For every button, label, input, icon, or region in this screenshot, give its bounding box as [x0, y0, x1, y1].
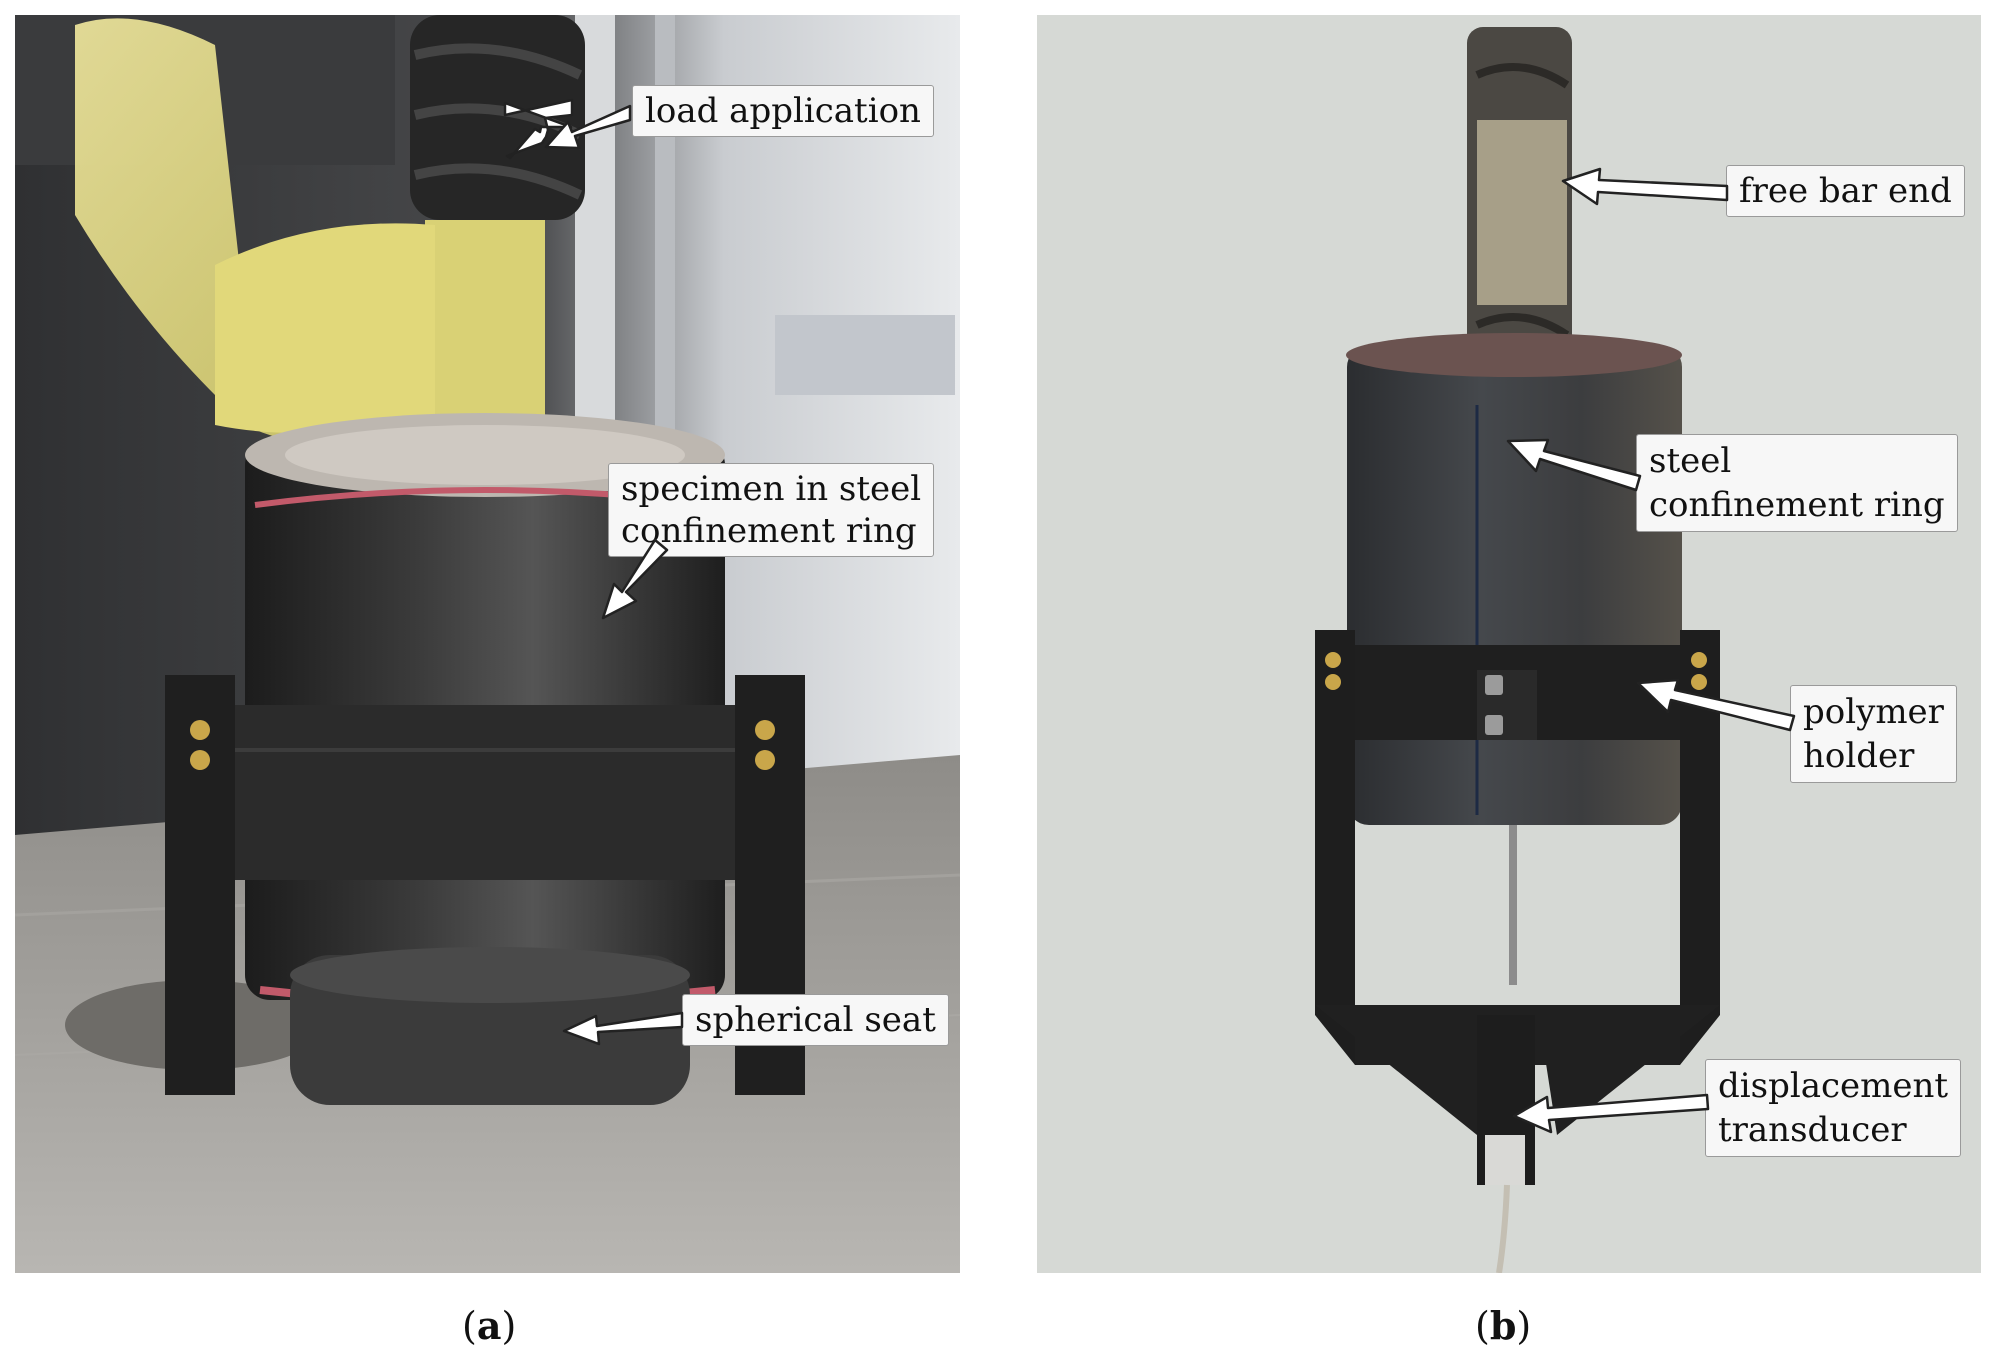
label-polymer-line-2: holder — [1803, 736, 1915, 776]
label-polymer-line-1: polymer — [1803, 692, 1944, 732]
label-steel-line-1: steel — [1649, 441, 1732, 481]
caption-a-letter: a — [476, 1303, 502, 1348]
label-load-application-text: load application — [645, 91, 921, 131]
label-displacement-line-2: transducer — [1718, 1110, 1907, 1150]
caption-a-close: ) — [501, 1304, 517, 1348]
arrow-displacement-transducer — [1512, 1093, 1710, 1134]
label-free-bar-end-text: free bar end — [1739, 171, 1952, 211]
label-steel-confinement-ring: steel confinement ring — [1636, 434, 1958, 532]
arrow-load-application — [544, 104, 632, 150]
arrow-free-bar-end — [1561, 167, 1729, 206]
caption-b: (b) — [1475, 1303, 1531, 1348]
label-specimen-line-1: specimen in steel — [621, 469, 922, 509]
label-displacement-line-1: displacement — [1718, 1066, 1949, 1106]
arrow-specimen — [601, 538, 669, 620]
caption-b-open: ( — [1475, 1304, 1490, 1348]
arrow-spherical-seat — [562, 1011, 684, 1046]
caption-b-close: ) — [1516, 1304, 1532, 1348]
label-specimen-line-2: confinement ring — [621, 511, 917, 551]
label-load-application: load application — [632, 85, 934, 137]
label-spherical-seat-text: spherical seat — [695, 1000, 936, 1040]
arrow-load-application — [503, 98, 574, 160]
photo-panel-a: load application specimen in steel confi… — [15, 15, 960, 1273]
caption-a: (a) — [462, 1303, 516, 1348]
arrow-polymer-holder — [1636, 678, 1796, 732]
photo-panel-b: free bar end steel confinement ring poly… — [1037, 15, 1981, 1273]
caption-a-open: ( — [462, 1304, 477, 1348]
label-polymer-holder: polymer holder — [1790, 685, 1957, 783]
arrow-steel-confinement-ring — [1506, 438, 1642, 492]
label-displacement-transducer: displacement transducer — [1705, 1059, 1962, 1157]
label-spherical-seat: spherical seat — [682, 994, 949, 1046]
caption-b-letter: b — [1489, 1303, 1517, 1348]
annotation-arrows-a — [503, 98, 574, 160]
label-specimen-in-steel-confinement-ring: specimen in steel confinement ring — [608, 463, 935, 557]
test-setup-photo-a — [15, 15, 960, 1273]
label-steel-line-2: confinement ring — [1649, 485, 1945, 525]
